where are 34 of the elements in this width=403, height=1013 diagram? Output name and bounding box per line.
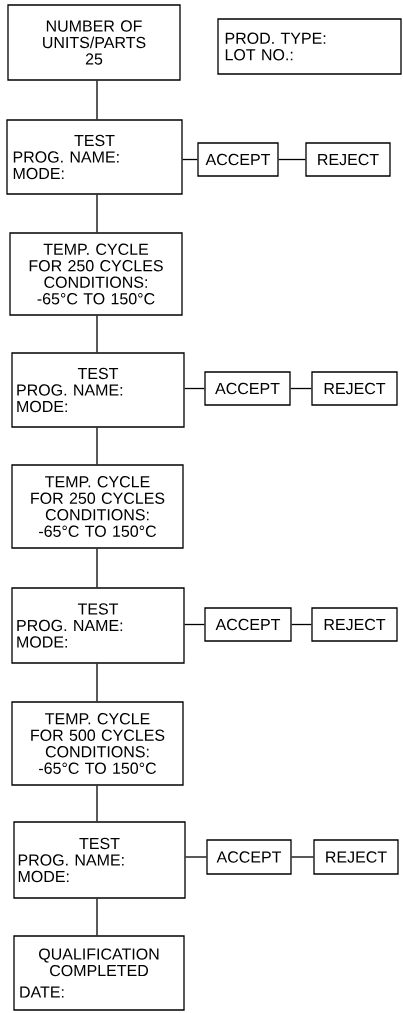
process-box: TEMP. CYCLE FOR 250 CYCLES CONDITIONS: -65°C TO 150°C xyxy=(11,464,184,549)
test-box: TEST PROG. NAME: MODE: xyxy=(11,587,185,664)
connector-line xyxy=(184,387,205,390)
connector-line xyxy=(96,194,98,233)
process-box: QUALIFICATION COMPLETED DATE: xyxy=(13,935,185,1011)
info-box: PROD. TYPE: LOT NO.: xyxy=(217,18,402,75)
result-box: ACCEPT xyxy=(206,839,292,875)
connector-line xyxy=(278,158,306,161)
connector-line xyxy=(96,785,98,822)
process-box: NUMBER OF UNITS/PARTS 25 xyxy=(7,4,181,81)
connector-line xyxy=(96,663,98,702)
process-box: TEMP. CYCLE FOR 250 CYCLES CONDITIONS: -65°C TO 150°C xyxy=(9,232,183,316)
connector-line xyxy=(96,548,98,588)
result-box: ACCEPT xyxy=(204,371,291,406)
process-box: TEMP. CYCLE FOR 500 CYCLES CONDITIONS: -65°C TO 150°C xyxy=(11,701,184,786)
result-box: REJECT xyxy=(311,371,398,406)
test-box: TEST PROG. NAME: MODE: xyxy=(11,352,185,428)
test-box: TEST PROG. NAME: MODE: xyxy=(6,119,183,195)
connector-line xyxy=(182,158,198,161)
connector-line xyxy=(291,856,314,858)
connector-line xyxy=(96,898,98,936)
result-box: ACCEPT xyxy=(204,607,292,642)
connector-line xyxy=(291,623,312,626)
result-box: ACCEPT xyxy=(197,142,279,177)
result-box: REJECT xyxy=(313,839,399,875)
connector-line xyxy=(185,856,207,858)
connector-line xyxy=(290,387,312,390)
result-box: REJECT xyxy=(311,607,398,642)
connector-line xyxy=(96,427,98,465)
result-box: REJECT xyxy=(305,142,391,177)
connector-line xyxy=(96,315,98,353)
connector-line xyxy=(184,623,205,626)
test-box: TEST PROG. NAME: MODE: xyxy=(13,821,186,899)
connector-line xyxy=(96,80,98,120)
